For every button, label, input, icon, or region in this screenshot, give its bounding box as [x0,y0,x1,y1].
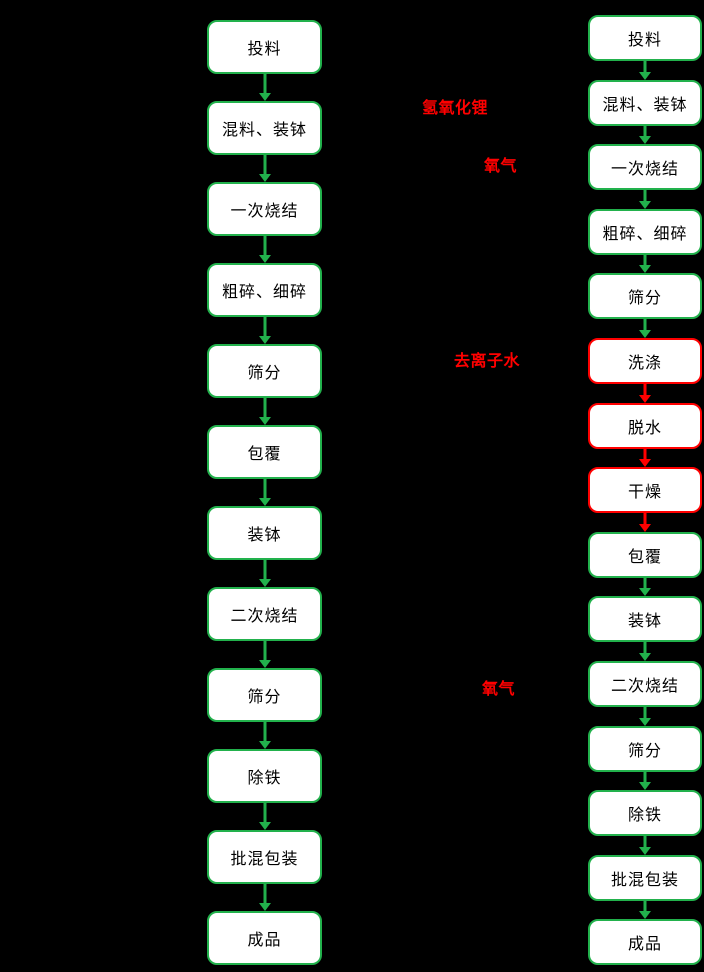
process-box-mixing-sagger-loading: 混料、装钵 [588,79,702,126]
arrow-down-icon [638,577,652,597]
process-box-batch-mixing-packaging: 批混包装 [588,854,702,901]
arrow-down-icon [258,74,272,101]
process-box-drying: 干燥 [588,467,702,514]
process-box-feeding: 投料 [588,15,702,61]
process-box-second-sintering: 二次烧结 [207,587,322,641]
arrow-down-icon [638,190,652,209]
arrow-down-icon [258,236,272,263]
arrow-down-icon [258,479,272,506]
arrow-down-icon [638,383,652,403]
arrow-down-icon [638,836,652,855]
arrow-down-icon [638,513,652,532]
process-box-batch-mixing-packaging: 批混包装 [207,830,322,884]
arrow-down-icon [258,155,272,182]
process-box-first-sintering: 一次烧结 [207,182,322,236]
arrow-down-icon [638,448,652,468]
process-box-sieving: 筛分 [588,273,702,320]
process-box-iron-removal: 除铁 [588,790,702,837]
process-box-sieving: 筛分 [207,344,322,398]
process-box-sagger-loading: 装钵 [588,596,702,643]
process-box-sieving-2: 筛分 [207,668,322,722]
process-box-mixing-sagger-loading: 混料、装钵 [207,101,322,155]
arrow-down-icon [258,398,272,425]
arrow-down-icon [638,900,652,920]
arrow-down-icon [258,641,272,668]
arrow-down-icon [638,706,652,726]
process-box-sieving-2: 筛分 [588,725,702,772]
arrow-down-icon [638,319,652,338]
process-box-coarse-fine-crushing: 粗碎、细碎 [207,263,322,317]
arrow-down-icon [258,803,272,830]
flowchart-left: 投料混料、装钵一次烧结粗碎、细碎筛分包覆装钵二次烧结筛分除铁批混包装成品 [207,20,322,965]
process-box-coating: 包覆 [588,531,702,578]
lithium-hydroxide-label: 氢氧化锂 [422,98,489,117]
arrow-down-icon [638,642,652,661]
process-box-washing: 洗涤 [588,337,702,384]
arrow-down-icon [258,560,272,587]
process-box-second-sintering: 二次烧结 [588,660,702,707]
arrow-down-icon [638,771,652,791]
process-box-coarse-fine-crushing: 粗碎、细碎 [588,208,702,255]
process-box-dewatering: 脱水 [588,402,702,449]
process-box-iron-removal: 除铁 [207,749,322,803]
arrow-down-icon [258,317,272,344]
flowchart-right: 投料混料、装钵一次烧结粗碎、细碎筛分洗涤脱水干燥包覆装钵二次烧结筛分除铁批混包装… [588,15,702,966]
process-box-sagger-loading: 装钵 [207,506,322,560]
process-box-coating: 包覆 [207,425,322,479]
process-box-finished-product: 成品 [207,911,322,965]
process-box-feeding: 投料 [207,20,322,74]
arrow-down-icon [258,884,272,911]
deionized-water-label: 去离子水 [454,351,521,370]
arrow-down-icon [638,254,652,274]
process-box-first-sintering: 一次烧结 [588,144,702,191]
arrow-down-icon [638,61,652,80]
oxygen-label-1: 氧气 [484,156,518,175]
oxygen-label-2: 氧气 [482,679,516,698]
arrow-down-icon [638,125,652,145]
arrow-down-icon [258,722,272,749]
process-box-finished-product: 成品 [588,919,702,966]
